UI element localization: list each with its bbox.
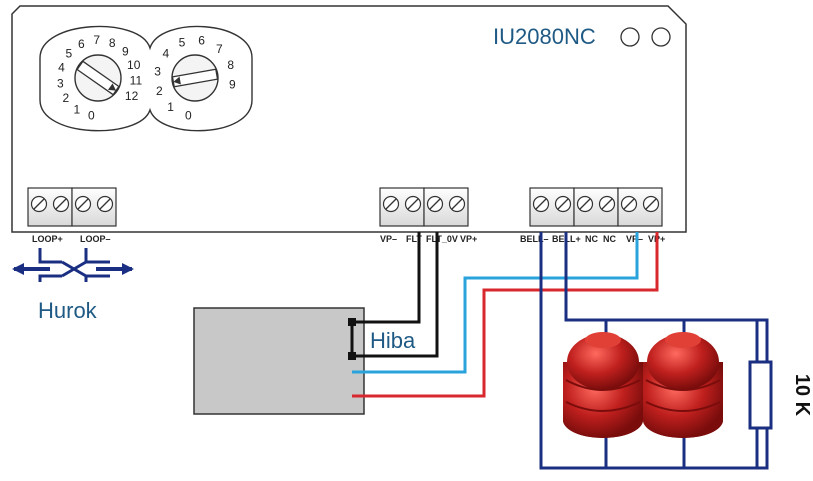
terminal-screw-icon[interactable]	[426, 195, 444, 213]
dial-number: 3	[57, 76, 64, 90]
terminal-label-vp-pos-1: VP+	[460, 234, 477, 244]
dial-number: 2	[62, 91, 69, 105]
terminal-label-flt: FLT	[406, 234, 422, 244]
sounder-1-icon	[563, 332, 643, 438]
dial-number: 6	[78, 37, 85, 51]
loop-label: Hurok	[38, 298, 98, 323]
fault-label: Hiba	[370, 328, 416, 353]
terminal-screw-icon[interactable]	[532, 195, 550, 213]
dial-number: 1	[167, 100, 174, 114]
terminal-screw-icon[interactable]	[620, 195, 638, 213]
dial-number: 0	[88, 108, 95, 122]
terminal-label-nc-1: NC	[585, 234, 598, 244]
terminal-screw-icon[interactable]	[576, 195, 594, 213]
rotary-right-pointer-icon	[171, 68, 219, 88]
fault-contact-1	[348, 318, 356, 326]
power-wire-negative	[352, 232, 639, 374]
terminal-screw-icon[interactable]	[382, 195, 400, 213]
terminal-screw-icon[interactable]	[30, 195, 48, 213]
arrow-right-icon	[122, 263, 134, 275]
terminal-label-flt-0v: FLT_0V	[426, 234, 458, 244]
dial-number: 10	[127, 58, 141, 72]
terminal-screw-icon[interactable]	[598, 195, 616, 213]
arrow-left-icon	[12, 263, 24, 275]
dial-number: 1	[73, 103, 80, 117]
dial-number: 8	[109, 36, 116, 50]
dial-number: 8	[227, 58, 234, 72]
dial-number: 11	[130, 74, 143, 88]
dial-number: 7	[93, 33, 100, 47]
dial-number: 5	[66, 47, 73, 61]
dial-number: 4	[58, 61, 65, 75]
dial-number: 4	[163, 47, 170, 61]
dial-number: 0	[185, 108, 192, 122]
led-1	[620, 27, 640, 47]
sounder-2-icon	[643, 332, 723, 438]
terminal-label-loop-pos: LOOP+	[32, 234, 63, 244]
terminal-screw-icon[interactable]	[96, 195, 114, 213]
dial-number: 9	[122, 45, 129, 59]
external-device-box	[193, 307, 365, 415]
terminal-screw-icon[interactable]	[52, 195, 70, 213]
dial-number: 7	[216, 42, 223, 56]
loop-arrows-icon	[14, 248, 132, 282]
terminal-label-nc-2: NC	[603, 234, 616, 244]
terminal-block-fault	[379, 187, 469, 227]
dial-number: 9	[229, 78, 236, 92]
terminal-label-vp-neg-2: VP–	[626, 234, 643, 244]
model-label: IU2080NC	[493, 24, 596, 49]
power-wire-positive	[352, 232, 659, 398]
resistor-10k	[748, 360, 773, 430]
dial-number: 6	[198, 34, 205, 48]
resistor-label: 10 K	[791, 374, 813, 417]
rotary-left-pointer-icon	[76, 60, 120, 96]
terminal-block-bell	[529, 187, 663, 227]
terminal-label-vp-neg-1: VP–	[380, 234, 397, 244]
terminal-screw-icon[interactable]	[642, 195, 660, 213]
terminal-screw-icon[interactable]	[404, 195, 422, 213]
terminal-screw-icon[interactable]	[74, 195, 92, 213]
led-2	[651, 27, 671, 47]
terminal-label-loop-neg: LOOP–	[80, 234, 111, 244]
fault-wires	[350, 232, 439, 358]
dial-number: 5	[179, 35, 186, 49]
terminal-block-loop	[27, 187, 117, 227]
fault-contact-2	[348, 352, 356, 360]
dial-number: 12	[125, 89, 139, 103]
dial-number: 3	[154, 64, 161, 78]
terminal-label-bell-neg: BELL–	[520, 234, 549, 244]
rotary-switch-housing	[39, 25, 253, 132]
terminal-screw-icon[interactable]	[554, 195, 572, 213]
dial-number: 2	[156, 84, 163, 98]
terminal-screw-icon[interactable]	[448, 195, 466, 213]
